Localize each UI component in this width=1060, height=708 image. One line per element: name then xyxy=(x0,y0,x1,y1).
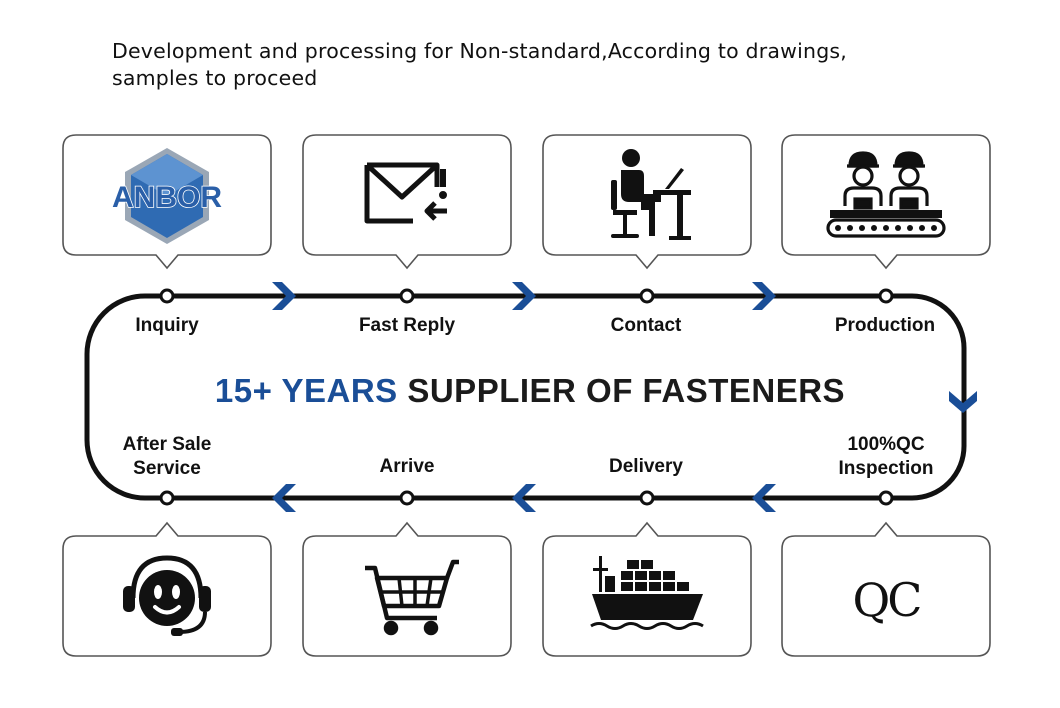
cargo-ship-icon xyxy=(590,556,704,630)
intro-line-1: Development and processing for Non-stand… xyxy=(112,39,848,63)
callout-box-production xyxy=(781,134,991,270)
callout-box-fast-reply xyxy=(302,134,512,270)
chevron-left-icon xyxy=(272,484,296,512)
callout-box-qc xyxy=(781,521,991,657)
envelope-reply-icon xyxy=(364,162,447,224)
anbor-logo: ANBOR xyxy=(111,148,223,244)
headline-highlight: 15+ YEARS xyxy=(214,372,398,409)
stage-label-fast-reply: Fast Reply xyxy=(358,315,456,336)
intro-text: Development and processing for Non-stand… xyxy=(112,38,972,92)
flow-node-contact xyxy=(639,288,655,304)
stage-label-qc-line1: 100%QC xyxy=(847,434,925,455)
chevron-down-icon xyxy=(949,391,977,413)
workers-conveyor-icon xyxy=(826,151,946,238)
stage-label-after-sale-line2: Service xyxy=(133,458,201,479)
qc-icon: QC xyxy=(853,573,924,627)
person-at-desk-icon xyxy=(611,149,691,240)
stage-label-contact: Contact xyxy=(610,315,682,336)
intro-line-2: samples to proceed xyxy=(112,66,318,90)
svg-text:ANBOR: ANBOR xyxy=(112,181,222,214)
stage-label-arrive: Arrive xyxy=(379,456,435,477)
stage-label-qc: 100%QC Inspection xyxy=(838,433,933,481)
chevron-right-icon xyxy=(512,282,536,310)
stage-label-after-sale: After Sale Service xyxy=(123,433,212,481)
chevron-left-icon xyxy=(512,484,536,512)
chevron-right-icon xyxy=(752,282,776,310)
headline-rest: SUPPLIER OF FASTENERS xyxy=(407,372,846,409)
chevron-left-icon xyxy=(752,484,776,512)
callout-box-arrive xyxy=(302,521,512,657)
shopping-cart-icon xyxy=(365,559,459,636)
stage-label-delivery: Delivery xyxy=(609,456,683,477)
flow-node-after-sale xyxy=(159,490,175,506)
headset-support-icon xyxy=(123,555,211,636)
chevron-right-icon xyxy=(272,282,296,310)
flow-node-arrive xyxy=(399,490,415,506)
stage-label-after-sale-line1: After Sale xyxy=(122,434,212,455)
svg-text:QC: QC xyxy=(853,573,921,627)
flow-loop-line xyxy=(84,293,967,501)
flow-node-fast-reply xyxy=(399,288,415,304)
flow-node-delivery xyxy=(639,490,655,506)
flow-node-inquiry xyxy=(159,288,175,304)
headline: 15+ YEARS SUPPLIER OF FASTENERS xyxy=(0,372,1060,410)
stage-label-qc-line2: Inspection xyxy=(838,458,934,479)
flow-node-qc xyxy=(878,490,894,506)
flow-node-production xyxy=(878,288,894,304)
stage-label-production: Production xyxy=(834,315,936,336)
stage-label-inquiry: Inquiry xyxy=(135,315,199,336)
